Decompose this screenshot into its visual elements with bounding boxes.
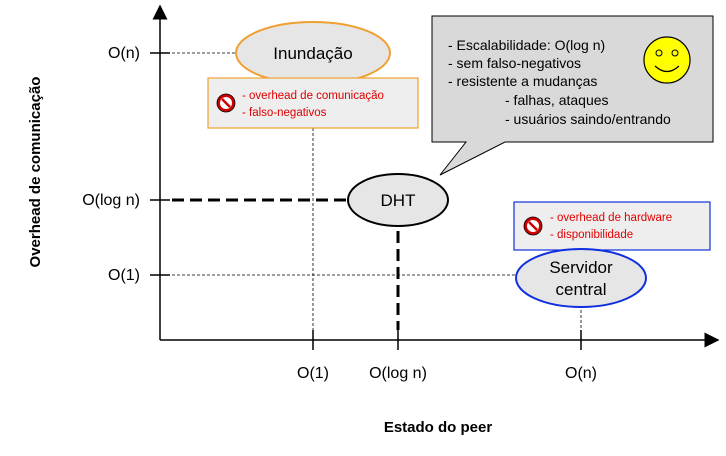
- callout-line-3: - resistente a mudanças: [448, 73, 597, 89]
- stop-icon: [523, 216, 543, 236]
- y-axis-title: Overhead de comunicação: [27, 77, 44, 268]
- x-tick-label-1: O(1): [297, 365, 329, 382]
- y-tick-label-logn: O(log n): [82, 192, 140, 209]
- x-axis-title: Estado do peer: [384, 419, 493, 436]
- server-node-label-line2: central: [555, 280, 606, 299]
- dht-node-label: DHT: [381, 191, 416, 210]
- callout-line-5: - usuários saindo/entrando: [505, 111, 671, 127]
- server-node-label-line1: Servidor: [549, 258, 613, 277]
- callout-line-1: - Escalabilidade: O(log n): [448, 37, 605, 53]
- callout-line-2: - sem falso-negativos: [448, 55, 581, 71]
- server-drawback-1: - overhead de hardware: [550, 212, 672, 224]
- y-tick-label-n: O(n): [108, 45, 140, 62]
- flooding-drawback-1: - overhead de comunicação: [242, 90, 384, 102]
- x-tick-label-n: O(n): [565, 365, 597, 382]
- callout-bubble: [431, 15, 714, 176]
- smiley-face-icon: [643, 36, 691, 84]
- callout-line-4: - falhas, ataques: [505, 92, 609, 108]
- x-tick-label-logn: O(log n): [369, 365, 427, 382]
- stop-icon: [216, 93, 236, 113]
- server-drawback-2: - disponibilidade: [550, 229, 633, 241]
- flooding-drawback-2: - falso-negativos: [242, 107, 327, 119]
- server-node: [515, 248, 647, 308]
- flooding-node-label: Inundação: [273, 44, 352, 63]
- server-drawbacks-box: [513, 201, 711, 251]
- dht-node: [347, 173, 449, 227]
- y-tick-label-1: O(1): [108, 267, 140, 284]
- flooding-drawbacks-box: [207, 77, 419, 129]
